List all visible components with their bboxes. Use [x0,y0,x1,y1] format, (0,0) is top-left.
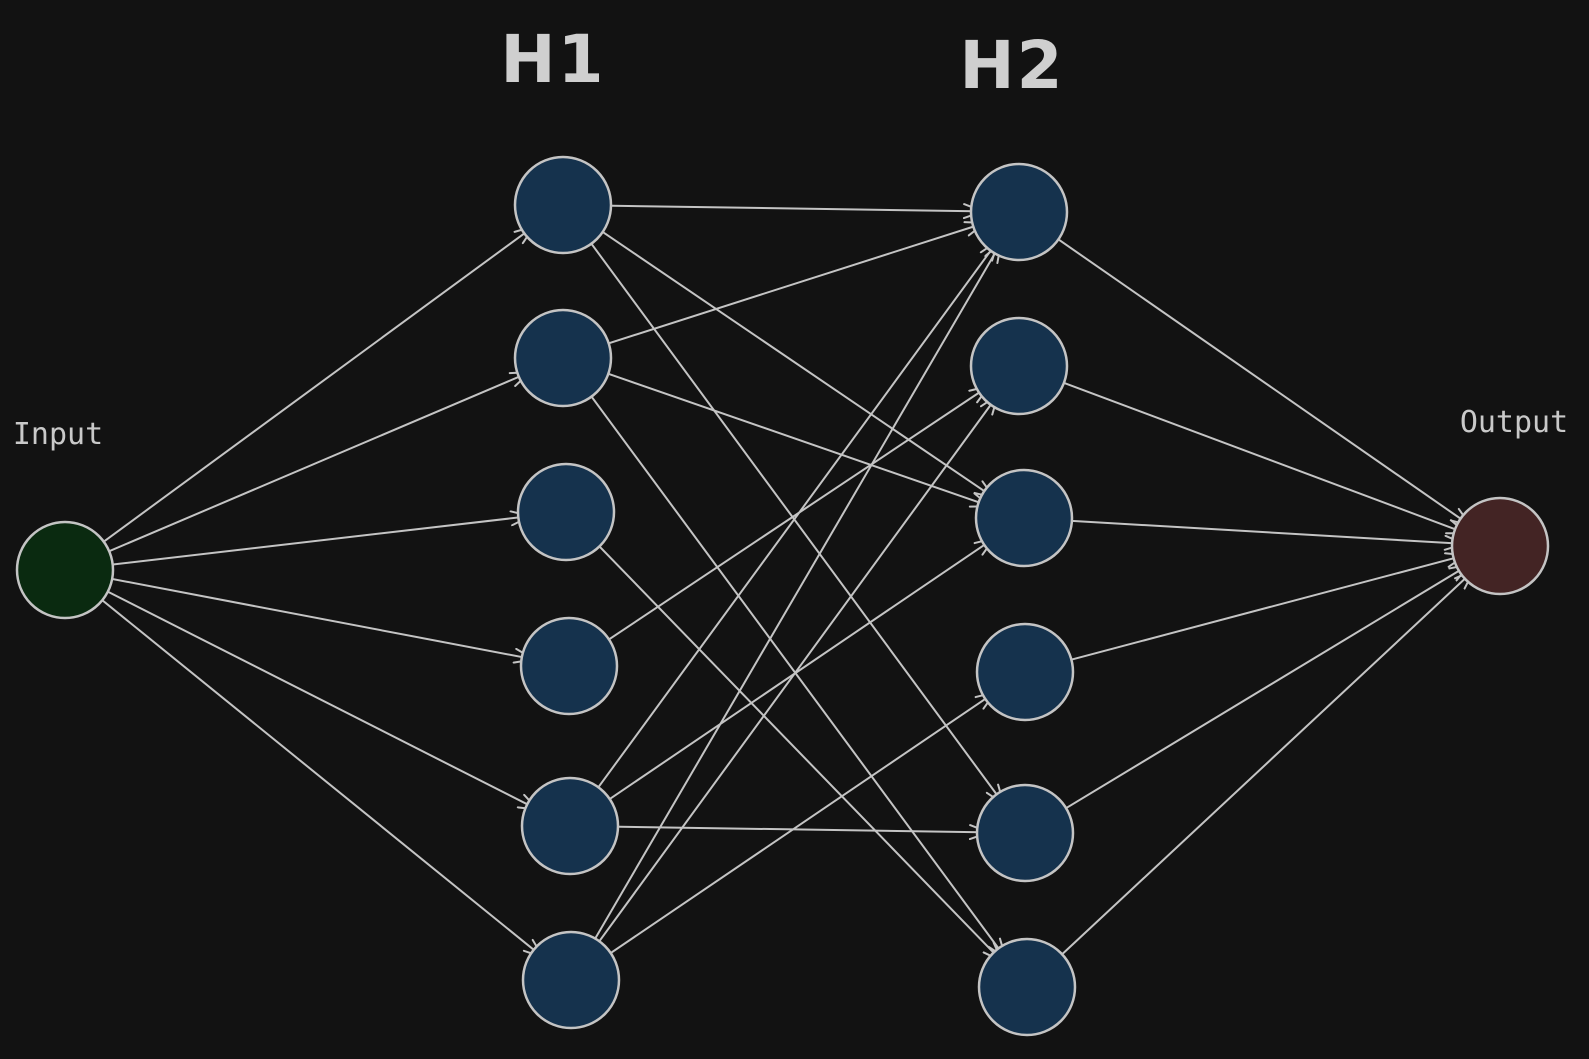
edge-h1-2-to-h2-6 [577,378,1006,958]
neuron-nodes [15,155,1550,1037]
edge-h2-4-to-output [1049,555,1466,667]
edge-h2-3-to-output [1049,518,1464,544]
h2-node-1 [969,162,1069,262]
h1-node-6 [521,930,621,1030]
edge-h1-4-to-h2-2 [590,386,989,653]
edge-h2-6-to-output [1045,571,1473,970]
input-node [15,520,115,620]
edge-h2-5-to-output [1046,565,1470,821]
h2-node-4 [975,622,1075,722]
edge-h1-1-to-h2-3 [583,218,994,498]
edge-h2-2-to-output [1042,374,1467,533]
edge-h1-6-to-h2-4 [591,692,995,967]
edge-h1-6-to-h2-2 [585,395,998,960]
connection-edges [84,205,1474,970]
edge-input-to-h1-5 [87,580,538,810]
h2-node-5 [975,783,1075,883]
h1-layer-title: H1 [500,21,605,98]
edge-h2-1-to-output [1039,226,1471,525]
input-layer-label: Input [13,417,103,452]
edge-h1-1-to-h2-5 [577,225,1004,804]
edge-h1-3-to-h2-6 [583,529,1002,961]
edge-h1-2-to-h2-1 [587,223,985,351]
edge-input-to-h1-6 [84,585,544,958]
edge-h1-5-to-h2-1 [584,241,998,806]
edge-input-to-h1-1 [85,226,534,556]
edge-input-to-h1-3 [90,516,530,568]
edge-input-to-h1-2 [88,372,530,561]
h1-node-3 [516,462,616,562]
h2-layer-title: H2 [959,27,1064,104]
h1-node-4 [519,616,619,716]
h1-node-5 [520,776,620,876]
edge-input-to-h1-4 [89,573,534,659]
edge-h1-6-to-h2-1 [583,243,1001,959]
output-node [1450,496,1550,596]
edge-h1-2-to-h2-3 [586,365,990,507]
edge-h1-1-to-h2-1 [588,205,983,211]
output-layer-label: Output [1460,405,1568,440]
h2-node-2 [969,316,1069,416]
h1-node-1 [513,155,613,255]
h1-node-2 [513,308,613,408]
h2-node-6 [977,937,1077,1037]
h2-node-3 [974,468,1074,568]
